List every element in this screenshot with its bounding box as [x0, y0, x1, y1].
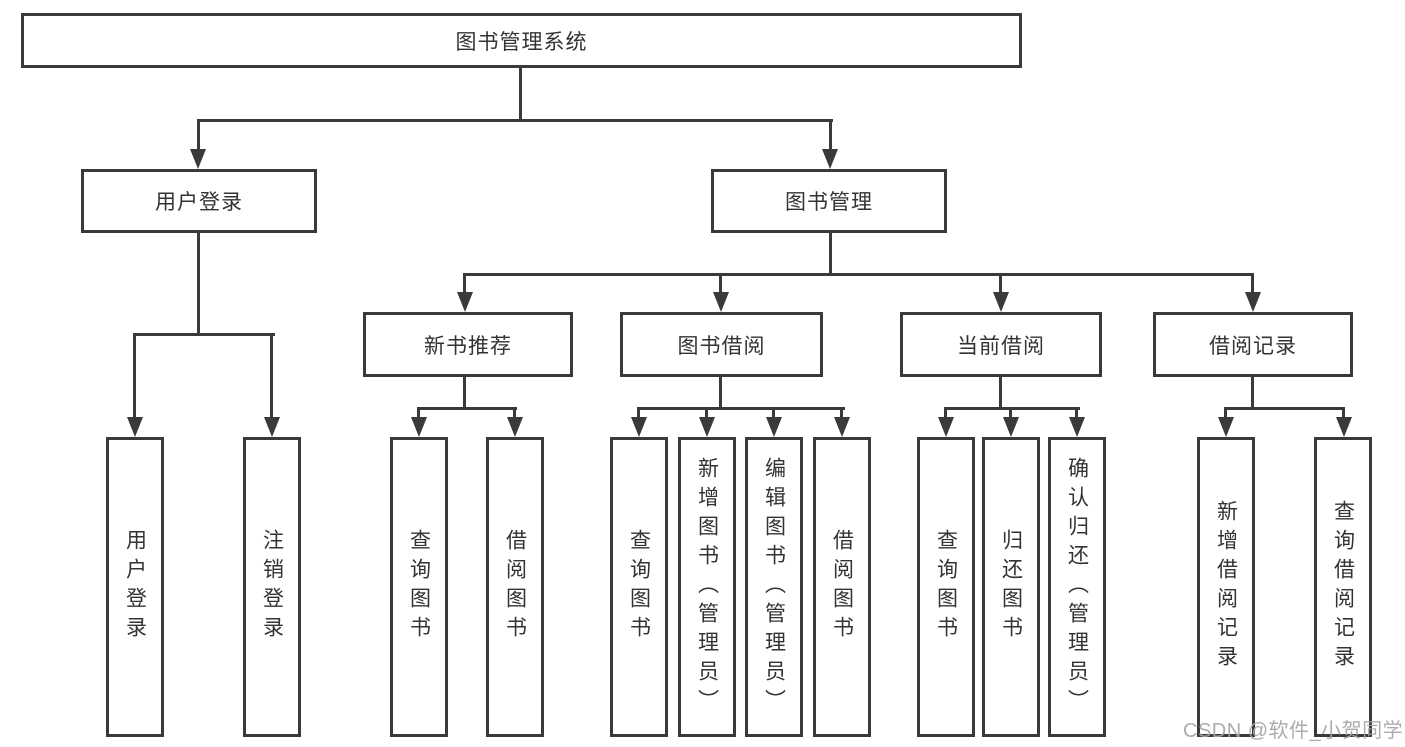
- node-new-book-recommend: 新书推荐: [363, 312, 573, 377]
- node-current-borrow-label: 当前借阅: [957, 334, 1045, 358]
- arrowhead-leaf: [631, 417, 647, 437]
- arrowhead-category: [457, 292, 473, 312]
- leaf-borrow-book-1: 借阅图书: [486, 437, 544, 737]
- connector-currentborrow-bus: [944, 407, 1080, 410]
- connector-userlogin-stem: [197, 233, 200, 336]
- watermark: CSDN @软件_小贺同学: [1183, 720, 1404, 742]
- node-book-management-label: 图书管理: [785, 191, 873, 214]
- connector-leaf-drop: [1342, 407, 1345, 419]
- leaf-add-borrow-record: 新增借阅记录: [1197, 437, 1255, 737]
- connector-borrowrecord-stem: [1251, 377, 1254, 410]
- arrowhead-leaf: [1336, 417, 1352, 437]
- connector-leaf-drop: [1009, 407, 1012, 419]
- connector-newbook-stem: [463, 377, 466, 410]
- connector-currentborrow-stem: [999, 377, 1002, 410]
- leaf-query-book-2: 查询图书: [610, 437, 668, 737]
- arrowhead-leaf: [507, 417, 523, 437]
- arrowhead-leaf: [938, 417, 954, 437]
- node-book-management: 图书管理: [711, 169, 947, 233]
- leaf-query-book-3: 查询图书: [917, 437, 975, 737]
- leaf-user-login-label: 用户登录: [123, 529, 147, 645]
- connector-leaf-drop: [513, 407, 516, 419]
- arrowhead-category: [993, 292, 1009, 312]
- leaf-borrow-book-2: 借阅图书: [813, 437, 871, 737]
- leaf-logout: 注销登录: [243, 437, 301, 737]
- node-user-login: 用户登录: [81, 169, 317, 233]
- arrowhead-leaf: [834, 417, 850, 437]
- leaf-return-book: 归还图书: [982, 437, 1040, 737]
- arrowhead-leaf: [1003, 417, 1019, 437]
- arrowhead-leaf: [264, 417, 280, 437]
- connector-category-drop: [1251, 273, 1254, 295]
- arrowhead-category: [713, 292, 729, 312]
- leaf-query-borrow-record-label: 查询借阅记录: [1331, 500, 1355, 674]
- connector-bookmgmt-stem: [829, 233, 832, 276]
- node-book-borrow: 图书借阅: [620, 312, 823, 377]
- connector-leaf-drop: [840, 407, 843, 419]
- connector-leaf-drop: [1075, 407, 1078, 419]
- connector-userlogin-drop: [197, 119, 200, 152]
- node-new-book-recommend-label: 新书推荐: [424, 334, 512, 358]
- node-root: 图书管理系统: [21, 13, 1022, 68]
- connector-leaf-drop: [133, 333, 136, 419]
- leaf-logout-label: 注销登录: [260, 529, 284, 645]
- leaf-user-login: 用户登录: [106, 437, 164, 737]
- leaf-query-book-1: 查询图书: [390, 437, 448, 737]
- leaf-borrow-book-1-label: 借阅图书: [503, 529, 527, 645]
- connector-newbook-bus: [417, 407, 517, 410]
- arrowhead-bookmgmt: [822, 149, 838, 169]
- connector-userlogin-bus: [133, 333, 275, 336]
- node-root-label: 图书管理系统: [455, 30, 588, 54]
- node-borrow-record-label: 借阅记录: [1209, 334, 1297, 358]
- leaf-confirm-return-admin-label: 确认归还（管理员）: [1065, 456, 1089, 718]
- arrowhead-leaf: [127, 417, 143, 437]
- node-current-borrow: 当前借阅: [900, 312, 1102, 377]
- connector-leaf-drop: [637, 407, 640, 419]
- connector-root-stem: [519, 68, 522, 122]
- leaf-return-book-label: 归还图书: [999, 529, 1023, 645]
- leaf-add-borrow-record-label: 新增借阅记录: [1214, 500, 1238, 674]
- arrowhead-leaf: [1069, 417, 1085, 437]
- connector-leaf-drop: [270, 333, 273, 419]
- leaf-add-book-admin: 新增图书（管理员）: [678, 437, 736, 737]
- leaf-query-book-1-label: 查询图书: [407, 529, 431, 645]
- node-book-borrow-label: 图书借阅: [677, 334, 766, 358]
- leaf-query-book-2-label: 查询图书: [627, 529, 651, 645]
- node-user-login-label: 用户登录: [155, 191, 243, 214]
- arrowhead-leaf: [1218, 417, 1234, 437]
- connector-bookborrow-stem: [719, 377, 722, 410]
- connector-leaf-drop: [944, 407, 947, 419]
- connector-leaf-drop: [705, 407, 708, 419]
- leaf-query-book-3-label: 查询图书: [934, 529, 958, 645]
- arrowhead-userlogin: [190, 149, 206, 169]
- leaf-query-borrow-record: 查询借阅记录: [1314, 437, 1372, 737]
- connector-leaf-drop: [772, 407, 775, 419]
- leaf-add-book-admin-label: 新增图书（管理员）: [695, 456, 719, 718]
- connector-leaf-drop: [417, 407, 420, 419]
- leaf-edit-book-admin-label: 编辑图书（管理员）: [762, 456, 786, 718]
- arrowhead-category: [1245, 292, 1261, 312]
- arrowhead-leaf: [766, 417, 782, 437]
- connector-level2-bus: [197, 119, 833, 122]
- connector-leaf-drop: [1224, 407, 1227, 419]
- connector-bookborrow-bus: [637, 407, 845, 410]
- leaf-confirm-return-admin: 确认归还（管理员）: [1048, 437, 1106, 737]
- node-borrow-record: 借阅记录: [1153, 312, 1353, 377]
- arrowhead-leaf: [699, 417, 715, 437]
- arrowhead-leaf: [411, 417, 427, 437]
- leaf-borrow-book-2-label: 借阅图书: [830, 529, 854, 645]
- leaf-edit-book-admin: 编辑图书（管理员）: [745, 437, 803, 737]
- connector-category-drop: [719, 273, 722, 295]
- connector-category-bus: [464, 273, 1254, 276]
- connector-borrowrecord-bus: [1224, 407, 1345, 410]
- connector-category-drop: [999, 273, 1002, 295]
- connector-bookmgmt-drop: [829, 119, 832, 152]
- connector-category-drop: [463, 273, 466, 295]
